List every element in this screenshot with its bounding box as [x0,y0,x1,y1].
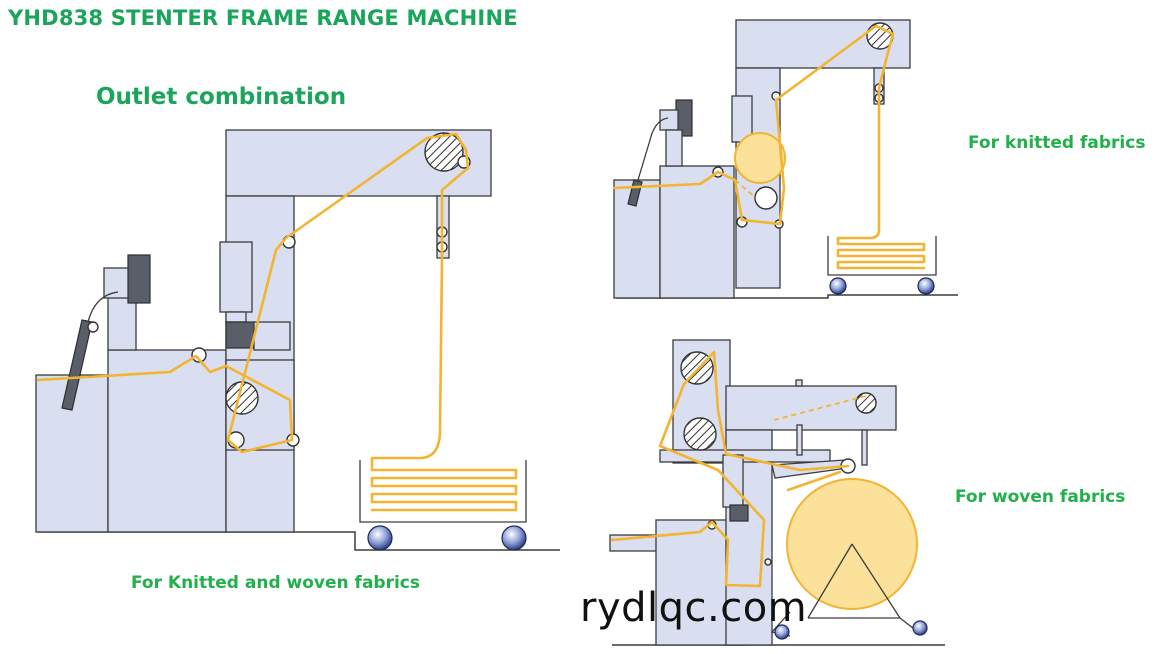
woven-outlet-diagram [609,339,945,646]
caption-woven-fabrics: For woven fabrics [955,487,1126,507]
caption-knitted-and-woven: For Knitted and woven fabrics [131,573,420,593]
page-title: YHD838 STENTER FRAME RANGE MACHINE [8,6,518,30]
knitted-outlet-diagram [612,19,958,299]
main-outlet-diagram [35,129,560,551]
watermark-text: rydlqc.com [580,585,808,631]
section-subtitle: Outlet combination [96,84,347,110]
caption-knitted-fabrics: For knitted fabrics [968,133,1146,153]
